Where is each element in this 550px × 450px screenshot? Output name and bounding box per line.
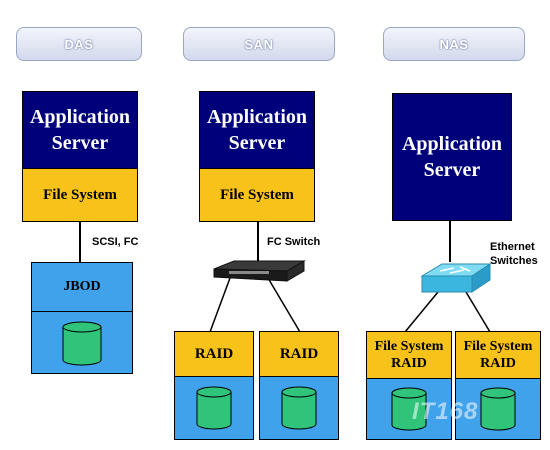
- disk-icon: [281, 386, 317, 430]
- fc-switch-label: FC Switch: [267, 236, 321, 248]
- ethernet-switches-label: Ethernet Switches: [490, 241, 538, 267]
- das-jbod-label: JBOD: [31, 262, 133, 312]
- das-jbod-storage: [31, 311, 133, 374]
- fc-switch-icon: [213, 260, 306, 282]
- das-header: DAS: [16, 27, 142, 61]
- nas-application-server: Application Server: [392, 93, 512, 221]
- san-raid-right-label: RAID: [259, 331, 339, 377]
- ethernet-switch-icon: [420, 263, 492, 293]
- san-raid-right-storage: [259, 376, 339, 440]
- san-raid-left-label: RAID: [174, 331, 254, 377]
- disk-icon: [480, 387, 516, 431]
- nas-fs-raid-left-storage: [366, 378, 452, 440]
- das-application-server: Application Server: [22, 91, 138, 169]
- nas-fs-raid-left-label: File System RAID: [366, 331, 452, 379]
- das-file-system: File System: [22, 168, 138, 222]
- san-raid-left-storage: [174, 376, 254, 440]
- disk-icon: [391, 387, 427, 431]
- disk-icon: [196, 386, 232, 430]
- san-header: SAN: [183, 27, 335, 61]
- das-link-label: SCSI, FC: [92, 236, 139, 248]
- disk-icon: [62, 321, 102, 365]
- watermark: IT168: [412, 398, 479, 425]
- san-file-system: File System: [199, 168, 315, 222]
- nas-fs-raid-right-label: File System RAID: [455, 331, 541, 379]
- nas-fs-raid-right-storage: [455, 378, 541, 440]
- nas-header: NAS: [383, 27, 525, 61]
- san-application-server: Application Server: [199, 91, 315, 169]
